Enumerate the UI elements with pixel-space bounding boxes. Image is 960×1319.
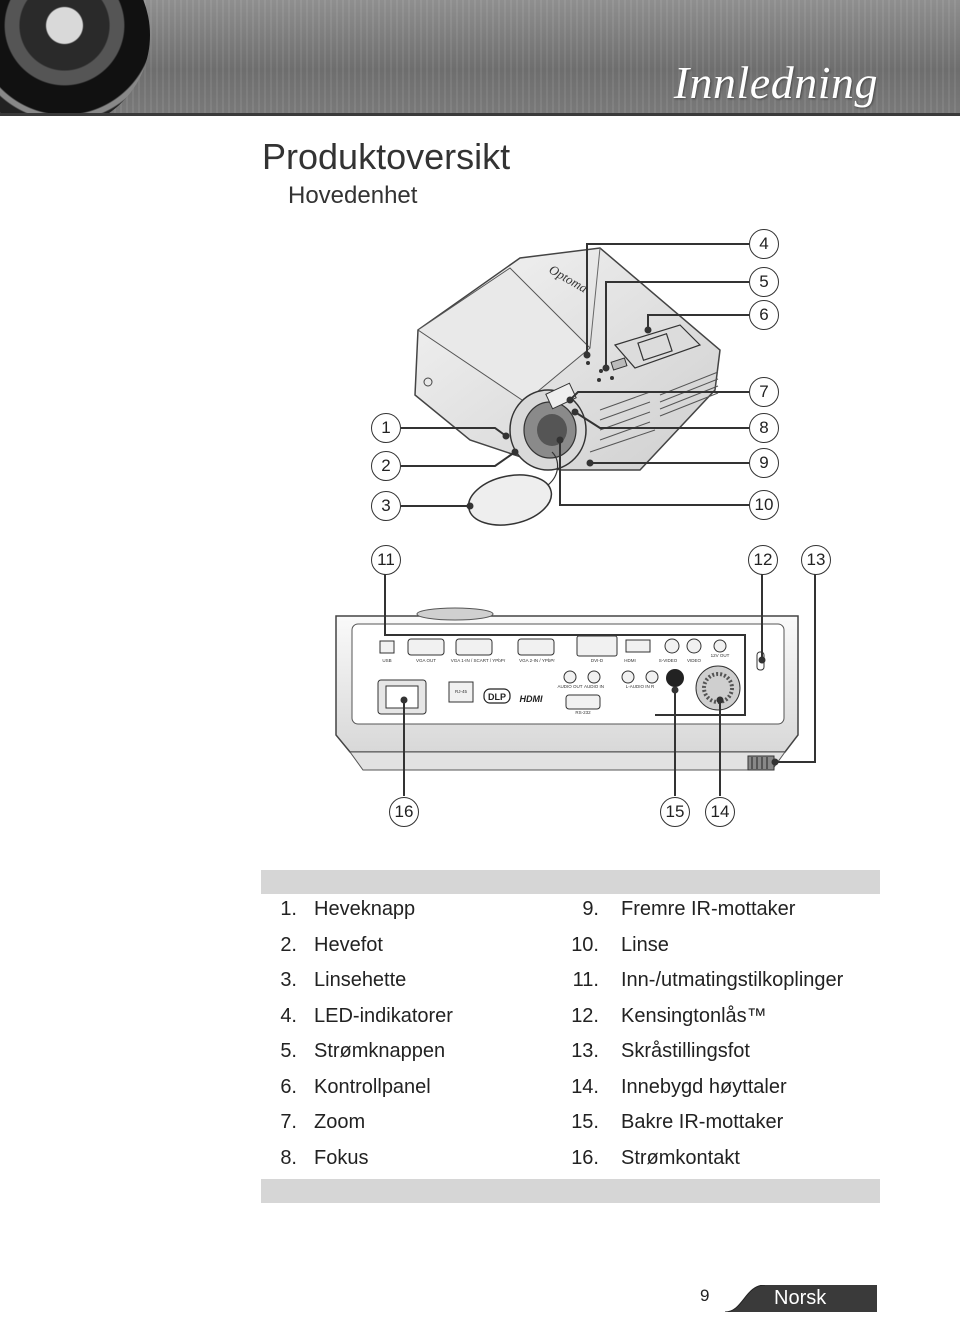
leader-lines-front bbox=[401, 243, 749, 507]
callout-12: 12 bbox=[748, 545, 778, 575]
item-label: Strømkontakt bbox=[621, 1147, 740, 1169]
item-label: Hevefot bbox=[314, 934, 383, 956]
item-number: 7. bbox=[280, 1111, 297, 1133]
item-number: 4. bbox=[280, 1005, 297, 1027]
label-audio-in: AUDIO IN bbox=[584, 684, 604, 689]
item-label: Linse bbox=[621, 934, 669, 956]
page-header: Innledning bbox=[0, 0, 960, 116]
callout-5: 5 bbox=[749, 267, 779, 297]
label-vga2: VGA 2-IN / YPbPr bbox=[519, 658, 555, 663]
label-hdmi: HDMI bbox=[624, 658, 636, 663]
language-tab bbox=[725, 1285, 877, 1312]
label-rs232: RS-232 bbox=[575, 710, 591, 715]
item-label: Innebygd høyttaler bbox=[621, 1076, 787, 1098]
item-number: 2. bbox=[280, 934, 297, 956]
callout-7: 7 bbox=[749, 377, 779, 407]
projector-front: Optoma bbox=[414, 247, 721, 526]
item-number: 13. bbox=[571, 1040, 599, 1062]
item-label: Inn-/utmatingstilkoplinger bbox=[621, 969, 844, 991]
item-label: Linsehette bbox=[314, 969, 407, 991]
callout-14: 14 bbox=[705, 797, 735, 827]
label-video: VIDEO bbox=[687, 658, 702, 663]
header-rule bbox=[0, 113, 960, 116]
item-number: 10. bbox=[571, 934, 599, 956]
callout-6: 6 bbox=[749, 300, 779, 330]
callout-2: 2 bbox=[371, 451, 401, 481]
item-number: 3. bbox=[280, 969, 297, 991]
item-number: 5. bbox=[280, 1040, 297, 1062]
item-number: 16. bbox=[571, 1147, 599, 1169]
callout-10: 10 bbox=[749, 490, 779, 520]
item-label: Skråstillingsfot bbox=[621, 1040, 750, 1062]
page-title: Produktoversikt bbox=[262, 136, 511, 177]
header-texture bbox=[0, 0, 960, 116]
item-label: Fremre IR-mottaker bbox=[621, 898, 796, 920]
callout-11: 11 bbox=[371, 545, 401, 575]
item-number: 14. bbox=[571, 1076, 599, 1098]
label-dvi: DVI-D bbox=[591, 658, 604, 663]
page-number: 9 bbox=[700, 1286, 710, 1305]
item-label: LED-indikatorer bbox=[314, 1005, 453, 1027]
item-number: 8. bbox=[280, 1147, 297, 1169]
hdmi-logo: HDMI bbox=[520, 694, 543, 704]
label-svideo: S-VIDEO bbox=[659, 658, 678, 663]
lens-graphic bbox=[0, 0, 150, 116]
callout-16: 16 bbox=[389, 797, 419, 827]
language-label: Norsk bbox=[774, 1287, 827, 1309]
label-vga-out: VGA OUT bbox=[416, 658, 436, 663]
item-number: 9. bbox=[582, 898, 599, 920]
callout-15: 15 bbox=[660, 797, 690, 827]
label-usb: USB bbox=[382, 658, 391, 663]
label-vga1: VGA 1-IN / SCART / YPbPr bbox=[451, 658, 506, 663]
item-label: Bakre IR-mottaker bbox=[621, 1111, 784, 1133]
item-label: Heveknapp bbox=[314, 898, 416, 920]
table-top-bar bbox=[261, 870, 880, 894]
callout-3: 3 bbox=[371, 491, 401, 521]
table-bottom-bar bbox=[261, 1179, 880, 1203]
item-number: 15. bbox=[571, 1111, 599, 1133]
callout-8: 8 bbox=[749, 413, 779, 443]
item-number: 11. bbox=[572, 969, 599, 991]
item-number: 6. bbox=[280, 1076, 297, 1098]
label-12v: 12V OUT bbox=[711, 653, 730, 658]
callout-4: 4 bbox=[749, 229, 779, 259]
chapter-title: Innledning bbox=[673, 57, 878, 108]
item-label: Kensingtonlås™ bbox=[621, 1005, 767, 1027]
projector-rear: USB VGA OUT VGA 1-IN / SCART / YPbPr VGA… bbox=[335, 607, 799, 771]
product-diagram: Optoma bbox=[335, 243, 816, 796]
label-audio-out: AUDIO OUT bbox=[557, 684, 582, 689]
callout-9: 9 bbox=[749, 448, 779, 478]
item-label: Kontrollpanel bbox=[314, 1076, 431, 1098]
item-label: Zoom bbox=[314, 1111, 366, 1133]
callout-13: 13 bbox=[801, 545, 831, 575]
label-l-audio-r: L-AUDIO IN R bbox=[626, 684, 655, 689]
dlp-logo: DLP bbox=[488, 692, 506, 702]
page-subtitle: Hovedenhet bbox=[288, 182, 418, 209]
leader-lines-rear bbox=[384, 574, 816, 796]
callout-1: 1 bbox=[371, 413, 401, 443]
item-label: Fokus bbox=[314, 1147, 369, 1169]
item-number: 1. bbox=[280, 898, 297, 920]
item-number: 12. bbox=[571, 1005, 599, 1027]
item-label: Strømknappen bbox=[314, 1040, 446, 1062]
label-rj45: RJ-45 bbox=[455, 689, 468, 694]
